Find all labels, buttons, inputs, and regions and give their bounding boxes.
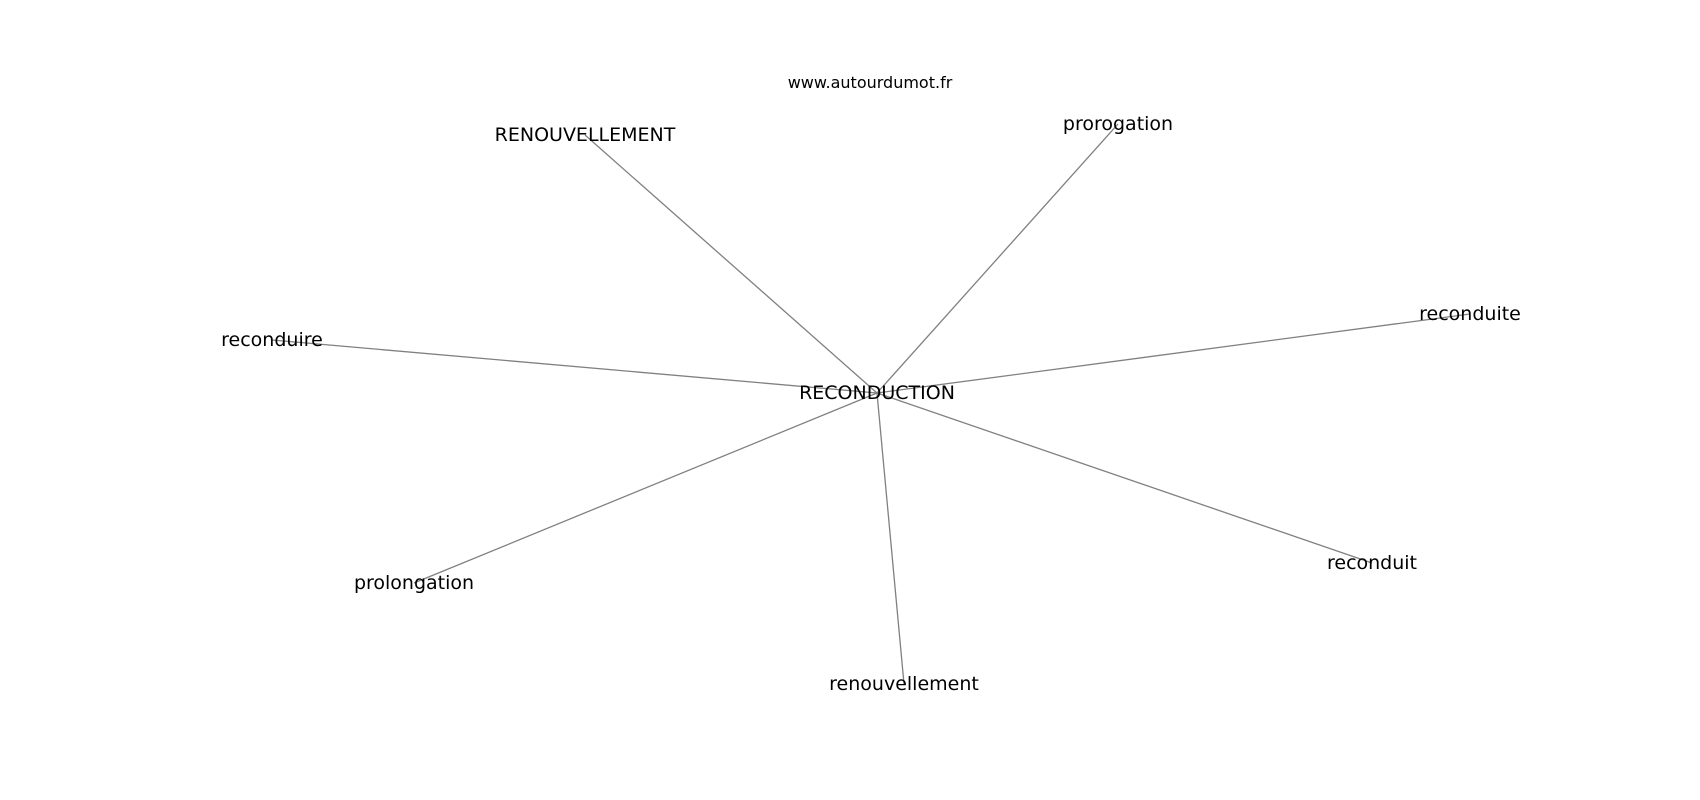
node-prorogation: prorogation	[1063, 113, 1173, 135]
node-reconduit: reconduit	[1327, 552, 1417, 574]
edge-reconduit	[876, 392, 1373, 564]
node-center: RECONDUCTION	[799, 382, 955, 404]
node-renouvellement: renouvellement	[829, 673, 979, 695]
edge-renouvellement-upper	[584, 134, 878, 394]
edge-group	[271, 123, 1471, 685]
label-group: RECONDUCTION RENOUVELLEMENT prorogation rec…	[221, 113, 1521, 695]
edge-prorogation	[876, 123, 1119, 394]
node-prolongation: prolongation	[354, 572, 474, 594]
node-renouvellement-upper: RENOUVELLEMENT	[495, 124, 676, 146]
edge-reconduire	[271, 339, 878, 394]
edge-prolongation	[413, 392, 878, 584]
node-reconduite: reconduite	[1419, 303, 1521, 325]
watermark-text: www.autourdumot.fr	[788, 73, 953, 92]
edge-reconduite	[876, 313, 1471, 394]
edge-renouvellement	[876, 392, 905, 685]
node-reconduire: reconduire	[221, 329, 323, 351]
